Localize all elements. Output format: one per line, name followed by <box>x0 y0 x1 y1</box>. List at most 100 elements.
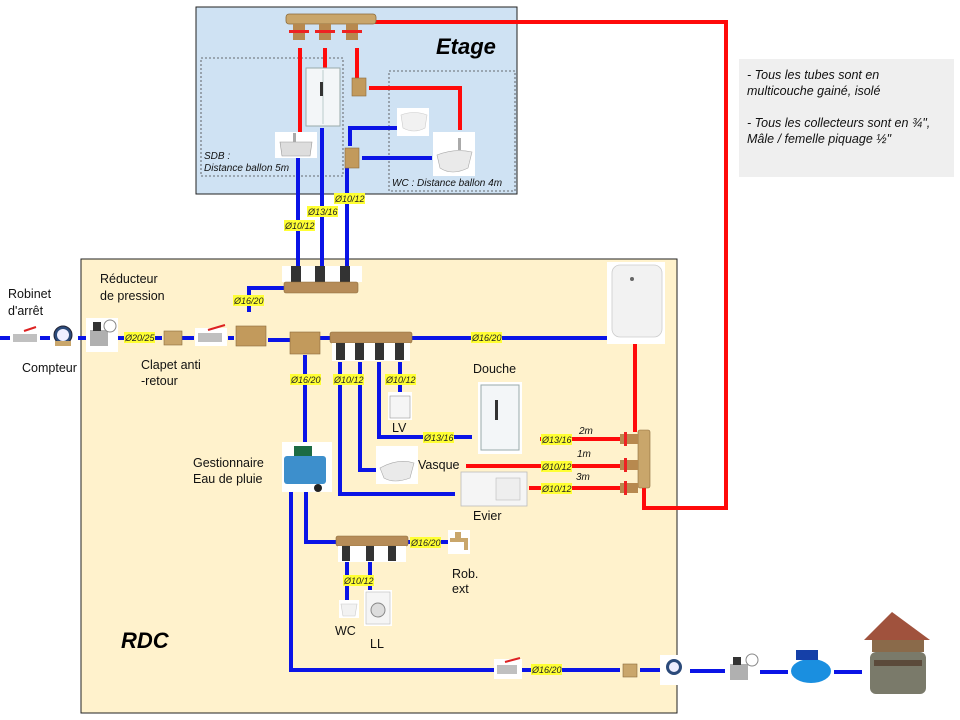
water-heater <box>607 262 665 344</box>
svg-text:Ø16/20: Ø16/20 <box>471 333 502 343</box>
upper-wc-basin <box>433 132 475 176</box>
rainwater-manifold <box>335 535 409 562</box>
label-douche: Douche <box>473 362 516 376</box>
label-compteur: Compteur <box>22 361 77 375</box>
pipe-tag: Ø10/12 <box>343 575 374 586</box>
svg-text:Ø10/12: Ø10/12 <box>343 576 374 586</box>
svg-text:Ø10/12: Ø10/12 <box>284 221 315 231</box>
kitchen-sink <box>460 471 528 507</box>
label-clapet-1: Clapet anti <box>141 358 201 372</box>
pressure-reducer-well <box>727 652 759 684</box>
svg-text:Ø10/12: Ø10/12 <box>541 462 572 472</box>
hot-pipe-wc-basin <box>369 86 462 130</box>
water-meter <box>53 325 73 346</box>
vasque-basin <box>376 446 418 484</box>
dishwasher <box>388 392 412 420</box>
label-rob-ext-2: ext <box>452 582 469 596</box>
washing-machine <box>364 590 392 626</box>
svg-text:Ø10/12: Ø10/12 <box>334 194 365 204</box>
cold-pipe-rain-manifold <box>304 488 336 544</box>
sdb-zone <box>200 57 344 177</box>
label-reducteur-2: de pression <box>100 289 165 303</box>
svg-text:Ø13/16: Ø13/16 <box>423 433 454 443</box>
upper-wc-bowl <box>397 108 429 136</box>
pipe-tag: Ø16/20 <box>233 295 264 306</box>
svg-text:Ø13/16: Ø13/16 <box>307 207 338 217</box>
note-2: - Tous les collecteurs sont en ¾", Mâle … <box>747 116 931 146</box>
svg-text:Ø13/16: Ø13/16 <box>541 435 572 445</box>
ball-valve-2[interactable] <box>195 324 227 346</box>
stop-valve[interactable] <box>10 326 40 346</box>
pipe-tag: Ø13/16 <box>541 434 572 445</box>
label-evier: Evier <box>473 509 501 523</box>
well <box>864 612 930 694</box>
svg-text:Ø16/20: Ø16/20 <box>531 665 562 675</box>
pipe-tag: Ø20/25 <box>124 332 156 343</box>
cold-pipe-wc-bowl <box>348 126 398 146</box>
cold-pipe-well-feed <box>289 488 494 672</box>
label-reducteur-1: Réducteur <box>100 272 158 286</box>
label-robinet-1: Robinet <box>8 287 52 301</box>
label-robinet-2: d'arrêt <box>8 304 44 318</box>
cold-pipe-wc-upper <box>345 164 349 266</box>
pipe-tag: Ø16/20 <box>531 664 562 675</box>
ground-floor-label: RDC <box>121 628 170 653</box>
label-vasque: Vasque <box>418 458 460 472</box>
svg-text:Ø20/25: Ø20/25 <box>124 333 156 343</box>
pump-tank <box>791 650 831 683</box>
label-ll: LL <box>370 637 384 651</box>
svg-text:Ø16/20: Ø16/20 <box>410 538 441 548</box>
wc-zone-label: WC : Distance ballon 4m <box>392 178 502 189</box>
svg-text:Ø10/12: Ø10/12 <box>541 484 572 494</box>
upper-hot-manifold <box>285 13 377 40</box>
upper-shower <box>305 67 341 127</box>
label-wc: WC <box>335 624 356 638</box>
svg-text:Ø10/12: Ø10/12 <box>385 375 416 385</box>
svg-text:Ø16/20: Ø16/20 <box>290 375 321 385</box>
pipe-tag: Ø10/12 <box>541 461 572 472</box>
cold-pipe-vasque <box>358 362 378 472</box>
hot-riser-pipe <box>375 20 728 510</box>
ground-manifold <box>329 331 413 361</box>
upper-tee-hot <box>351 77 367 97</box>
cold-pipe-evier <box>338 362 455 496</box>
label-clapet-2: -retour <box>141 374 178 388</box>
sdb-zone-label-2: Distance ballon 5m <box>204 163 289 174</box>
ball-valve-well[interactable] <box>494 657 522 679</box>
pipe-tag: Ø13/16 <box>307 206 338 217</box>
length-evier: 3m <box>576 472 590 483</box>
pipe-tag: Ø10/12 <box>333 374 364 385</box>
sdb-zone-label-1: SDB : <box>204 151 230 162</box>
svg-text:Ø10/12: Ø10/12 <box>333 375 364 385</box>
notes-box: - Tous les tubes sont en multicouche gai… <box>739 59 954 177</box>
tee-fitting-1 <box>235 325 267 347</box>
pipe-tag: Ø10/12 <box>541 483 572 494</box>
upper-floor-label: Etage <box>436 34 496 59</box>
water-meter-well <box>660 655 688 685</box>
label-rob-ext-1: Rob. <box>452 567 478 581</box>
pipe-tag: Ø16/20 <box>290 374 321 385</box>
pipe-tag: Ø10/12 <box>334 193 365 204</box>
rainwater-manager <box>282 442 332 492</box>
wc-ground <box>339 600 359 618</box>
label-lv: LV <box>392 421 407 435</box>
pipe-tag: Ø16/20 <box>410 537 441 548</box>
length-vasque: 1m <box>577 449 591 460</box>
ground-hot-manifold <box>620 429 651 495</box>
tee-fitting-2 <box>289 331 321 355</box>
wc-upper-zone <box>388 70 516 192</box>
outdoor-tap <box>448 530 470 554</box>
sdb-basin <box>275 132 317 158</box>
pipe-tag: Ø10/12 <box>284 220 315 231</box>
pipe-tag: Ø10/12 <box>385 374 416 385</box>
upper-tee-cold <box>344 147 360 169</box>
svg-text:Ø16/20: Ø16/20 <box>233 296 264 306</box>
pressure-reducer <box>86 318 118 352</box>
label-gestionnaire-1: Gestionnaire <box>193 456 264 470</box>
pipe-tag: Ø16/20 <box>471 332 502 343</box>
check-valve-well <box>622 663 638 678</box>
length-douche: 2m <box>578 426 593 437</box>
riser-manifold <box>282 266 362 294</box>
shower <box>478 382 522 454</box>
